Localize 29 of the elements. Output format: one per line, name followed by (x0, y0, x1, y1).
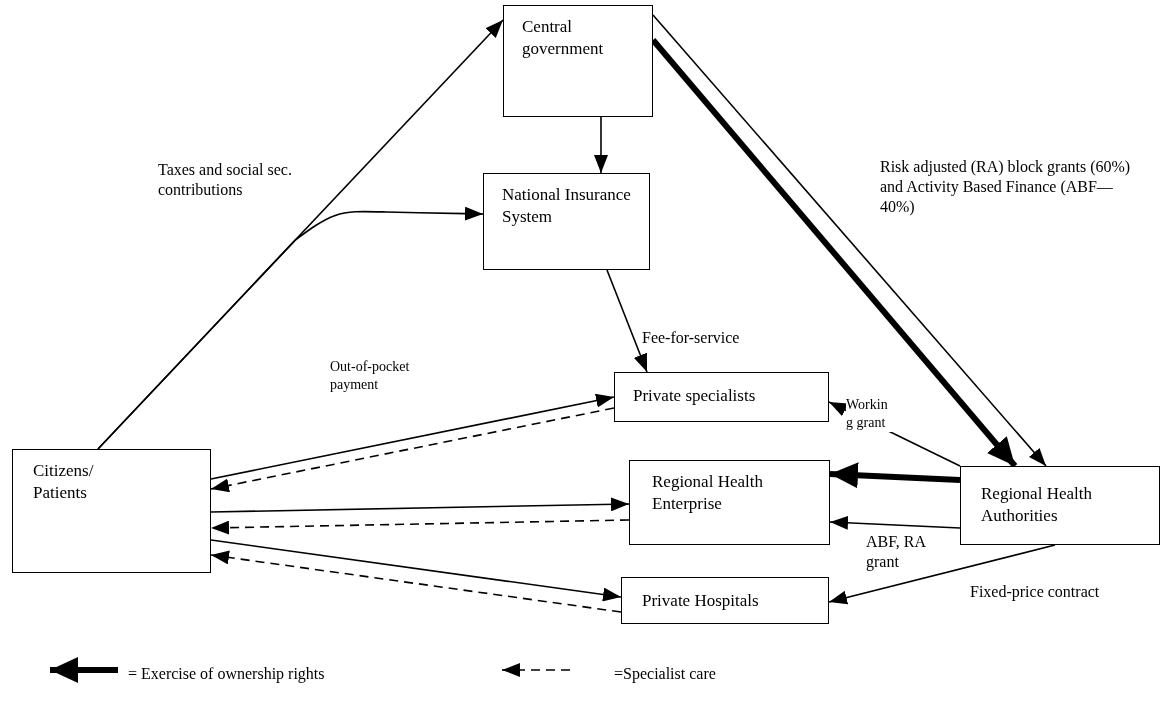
arrow (210, 497, 630, 513)
node-label: Private Hospitals (642, 590, 760, 612)
arrow (97, 206, 484, 450)
arrow (594, 116, 608, 174)
arrow (829, 515, 961, 530)
dashed-arrow (210, 407, 615, 493)
arrow (210, 393, 615, 480)
node-label: Regional Health Enterprise (652, 471, 764, 515)
thick-arrow (829, 462, 961, 489)
dashed-arrow (210, 550, 622, 613)
node-label: National Insurance System (502, 184, 632, 228)
process-box (483, 173, 650, 270)
legend-text: = Exercise of ownership rights (128, 664, 325, 684)
dashed-arrow (210, 519, 630, 535)
arrow (606, 269, 648, 373)
process-box (960, 466, 1160, 545)
process-box (614, 372, 829, 422)
process-box (621, 577, 829, 624)
process-box (12, 449, 211, 573)
process-box (503, 5, 653, 117)
edge-label: Workin g grant (846, 396, 896, 432)
node-label: Citizens/ Patients (33, 460, 95, 504)
node-label: Regional Health Authorities (981, 483, 1093, 527)
process-box (629, 460, 830, 545)
arrow (210, 539, 622, 602)
node-label: Private specialists (633, 385, 757, 407)
arrow (828, 544, 1056, 605)
legend-text: =Specialist care (614, 664, 716, 684)
node-label: Central government (522, 16, 605, 60)
